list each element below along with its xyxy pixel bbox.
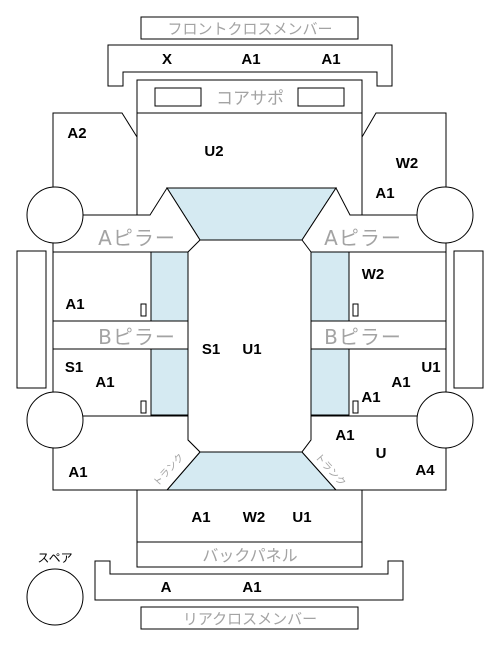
grade-rear-fender-left: A1	[68, 464, 87, 481]
core-support-label: コアサポ	[216, 89, 284, 109]
rear-door-left-handle	[140, 400, 147, 414]
front-door-left-handle	[140, 303, 147, 317]
grade-front-fender-right-top: W2	[396, 155, 419, 172]
core-support-left-slot	[154, 87, 202, 107]
core-support: コアサポ	[136, 79, 363, 114]
grade-rear-fender-right-2: U	[376, 445, 387, 462]
grade-rear-door-left-2: A1	[95, 374, 114, 391]
b-pillar-left-label: Bピラー	[98, 325, 176, 349]
grade-front-cross-left: X	[162, 51, 172, 68]
wheel-rear-right	[416, 391, 474, 449]
front-door-right-handle	[352, 303, 359, 317]
rear-cross-member-shape	[94, 560, 404, 601]
grade-rear-cross-right: A1	[242, 579, 261, 596]
rear-door-right-handle	[352, 400, 359, 414]
trunk-lid	[136, 489, 363, 543]
side-step-right	[453, 250, 484, 389]
back-panel	[136, 541, 363, 568]
grade-rear-door-right-1: U1	[421, 359, 440, 376]
spare-label: スペア	[37, 551, 72, 565]
grade-roof-1: S1	[202, 341, 220, 358]
grade-rear-cross-left: A	[161, 579, 172, 596]
side-step-left	[16, 250, 47, 389]
front-door-right	[348, 251, 447, 322]
grade-roof-2: U1	[242, 341, 261, 358]
grade-trunk-1: A1	[191, 509, 210, 526]
back-panel-label: バックパネル	[202, 546, 297, 565]
front-cross-member-shape	[107, 44, 393, 87]
spare-tire	[26, 568, 84, 626]
grade-front-cross-mid: A1	[241, 51, 260, 68]
front-cross-member-label: フロントクロスメンバー	[167, 20, 332, 38]
grade-rear-fender-right-3: A4	[415, 462, 435, 479]
grade-front-door-right: W2	[362, 266, 385, 283]
grade-bonnet: U2	[204, 143, 223, 160]
grade-front-fender-right-bottom: A1	[375, 185, 394, 202]
grade-rear-door-left-1: S1	[65, 359, 83, 376]
grade-rear-door-right-2: A1	[391, 374, 410, 391]
front-cross-member-label-box: フロントクロスメンバー	[140, 16, 359, 40]
grade-front-fender-left: A2	[67, 125, 86, 142]
wheel-front-right	[416, 186, 474, 244]
grade-front-door-left: A1	[65, 296, 84, 313]
grade-trunk-3: U1	[292, 509, 311, 526]
core-support-right-slot	[297, 87, 345, 107]
grade-front-cross-right: A1	[321, 51, 340, 68]
rear-fender-left	[52, 415, 201, 491]
wheel-front-left	[26, 186, 84, 244]
front-door-left	[52, 251, 152, 322]
grade-trunk-2: W2	[243, 509, 266, 526]
grade-rear-door-right-3: A1	[361, 389, 380, 406]
grade-rear-fender-right-1: A1	[335, 427, 354, 444]
a-pillar-right-label: Aピラー	[324, 226, 402, 250]
a-pillar-left-label: Aピラー	[98, 226, 176, 250]
wheel-rear-left	[26, 391, 84, 449]
b-pillar-right-label: Bピラー	[324, 325, 402, 349]
rear-cross-member-label: リアクロスメンバー	[183, 610, 317, 628]
rear-cross-member-label-box: リアクロスメンバー	[140, 606, 359, 630]
